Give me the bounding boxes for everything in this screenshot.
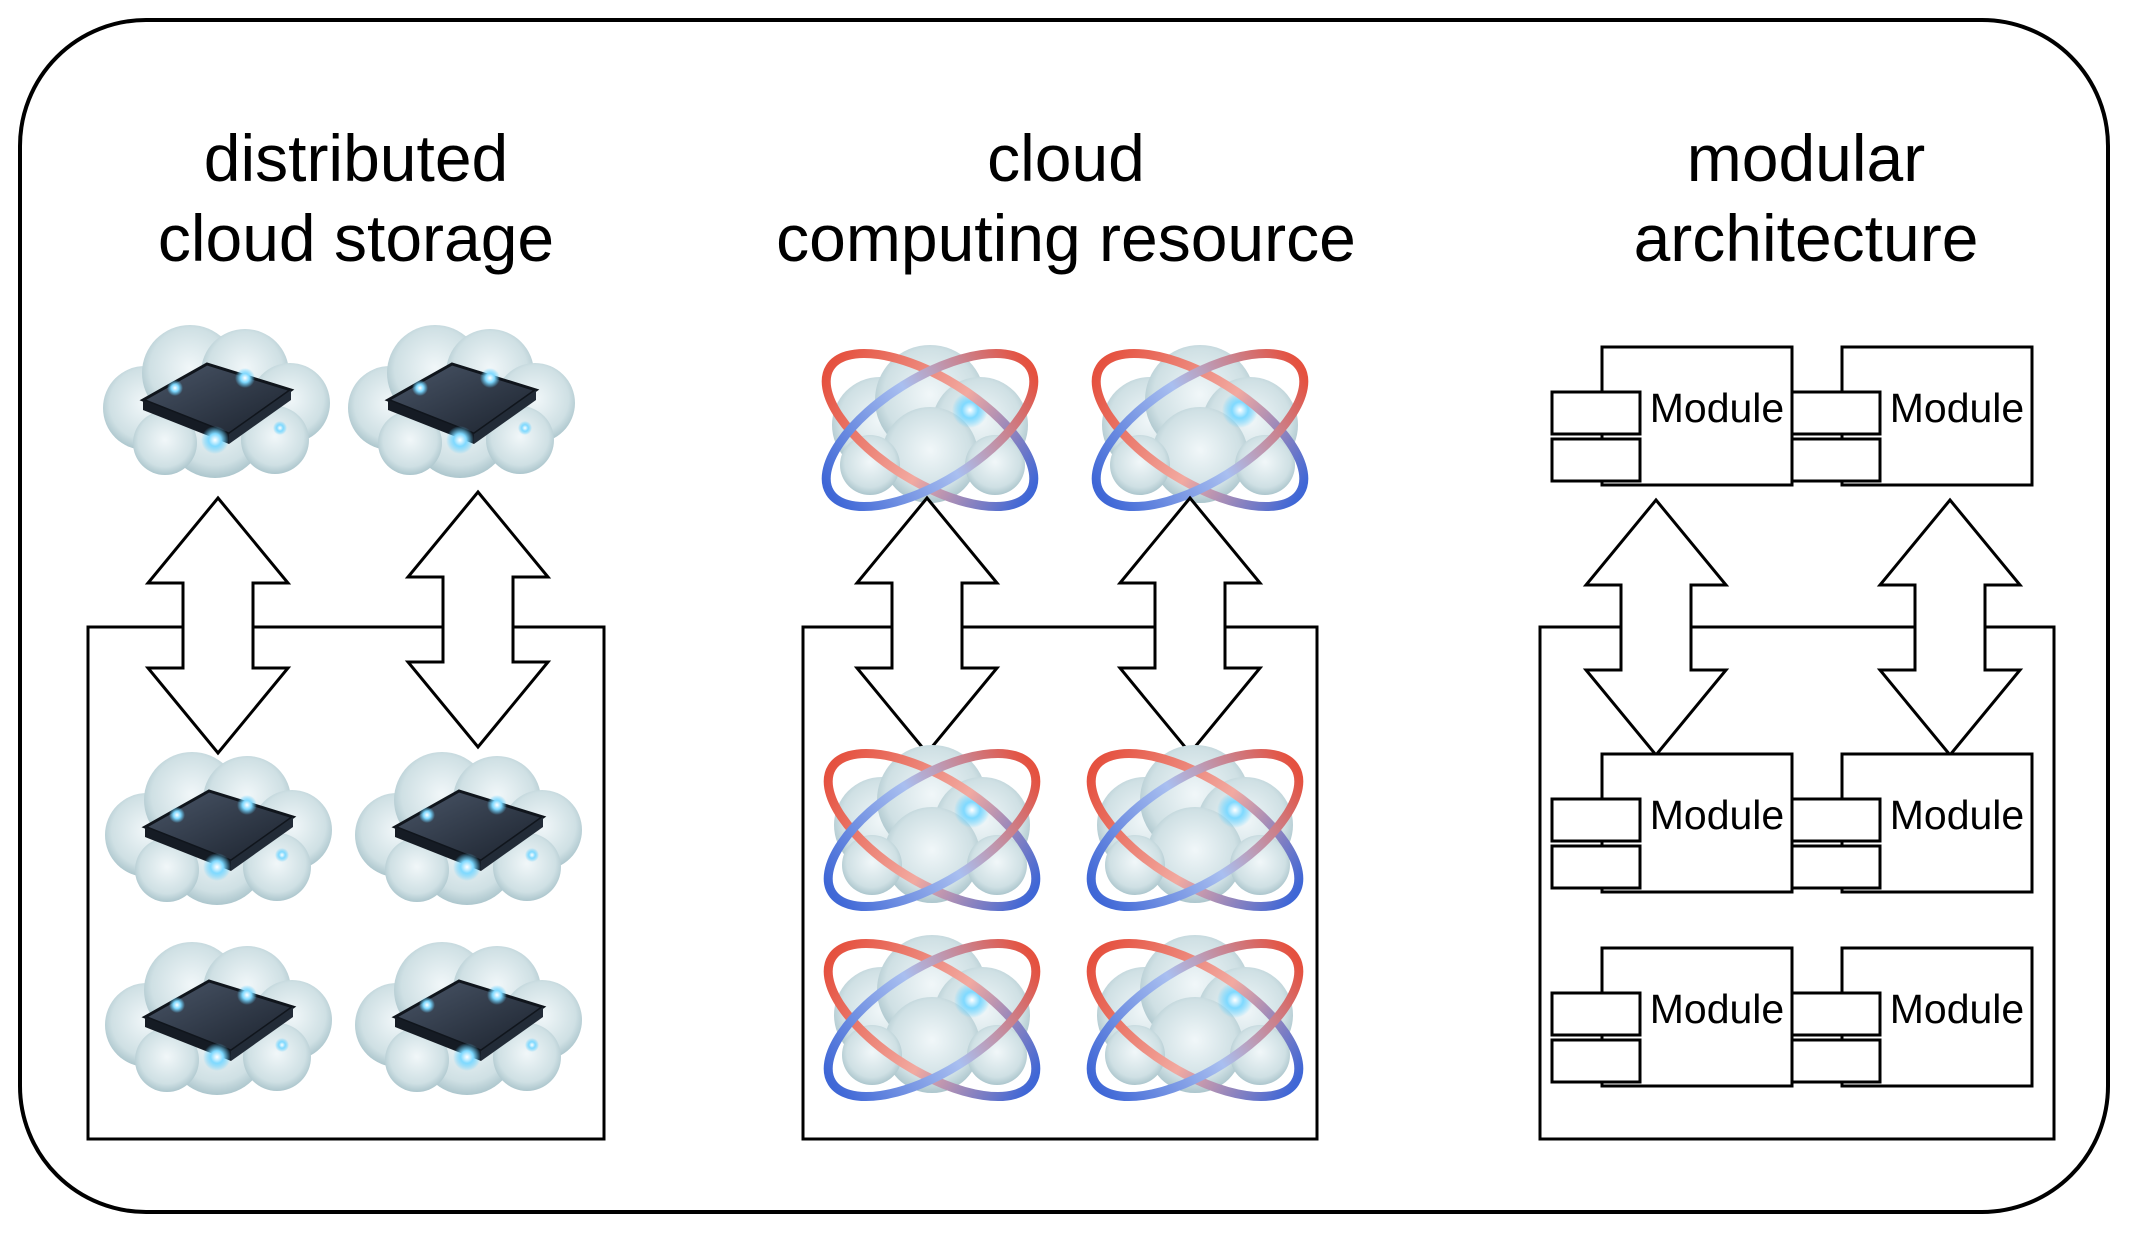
storage-cluster-box [86, 625, 606, 1141]
outer-frame [18, 18, 2110, 1214]
compute-cluster-box [801, 625, 1319, 1141]
storage-cloud-icon [101, 323, 332, 480]
heading-line: architecture [1633, 201, 1979, 275]
heading-line: cloud storage [157, 201, 555, 275]
heading-line: distributed [203, 121, 509, 195]
storage-cloud-icon [353, 750, 584, 907]
module-cluster-box [1538, 625, 2056, 1141]
module-label: Module [1890, 986, 2024, 1032]
module-port [1550, 844, 1642, 890]
module-component: Module [1790, 752, 2034, 894]
module-component: Module [1550, 946, 1794, 1088]
storage-cloud-icon [103, 750, 334, 907]
module-port [1550, 797, 1642, 843]
storage-cloud-icon [353, 940, 584, 1097]
module-label: Module [1650, 986, 1784, 1032]
module-label: Module [1650, 792, 1784, 838]
module-label: Module [1890, 792, 2024, 838]
module-port [1790, 797, 1882, 843]
module-component: Module [1790, 345, 2034, 487]
module-component: Module [1790, 946, 2034, 1088]
compute-cloud-icon [804, 913, 1059, 1126]
heading-line: computing resource [776, 201, 1356, 275]
module-component: Module [1550, 752, 1794, 894]
module-label: Module [1890, 385, 2024, 431]
module-port [1790, 437, 1882, 483]
heading-distributed-cloud-storage: distributed cloud storage [6, 118, 706, 278]
module-port [1550, 1038, 1642, 1084]
compute-cloud-icon [1072, 323, 1327, 536]
compute-cloud-icon [1067, 913, 1322, 1126]
heading-cloud-computing-resource: cloud computing resource [716, 118, 1416, 278]
module-port [1790, 390, 1882, 436]
module-port [1790, 844, 1882, 890]
module-port [1790, 991, 1882, 1037]
module-port [1550, 991, 1642, 1037]
compute-cloud-icon [1067, 723, 1322, 936]
module-label: Module [1650, 385, 1784, 431]
storage-cloud-icon [346, 323, 577, 480]
heading-modular-architecture: modular architecture [1456, 118, 2132, 278]
module-port [1550, 437, 1642, 483]
module-port [1790, 1038, 1882, 1084]
storage-cloud-icon [103, 940, 334, 1097]
module-component: Module [1550, 345, 1794, 487]
compute-cloud-icon [804, 723, 1059, 936]
module-port [1550, 390, 1642, 436]
heading-line: modular [1686, 121, 1926, 195]
heading-line: cloud [987, 121, 1145, 195]
bidirectional-arrow-icon [406, 490, 550, 749]
